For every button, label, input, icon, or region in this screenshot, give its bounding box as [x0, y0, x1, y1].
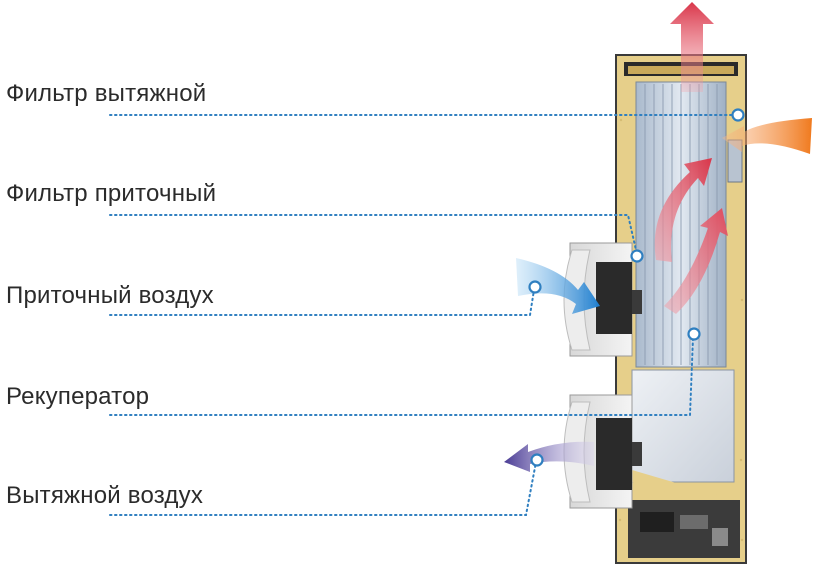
exhaust-air-out-arrow [504, 441, 594, 472]
marker-exhaust-air [530, 453, 544, 467]
marker-supply-filter [630, 249, 644, 263]
airflow-arrows [504, 2, 812, 472]
recuperator-flow-arrow-2 [664, 208, 728, 314]
marker-recuperator [687, 327, 701, 341]
lower-chamber [628, 369, 740, 558]
outdoor-air-in-arrow [722, 118, 812, 154]
marker-supply-air [528, 280, 542, 294]
marker-exhaust-filter [731, 108, 745, 122]
leader-line-supply-filter [109, 214, 637, 251]
label-supply-air: Приточный воздух [6, 282, 214, 309]
leader-lines [109, 114, 734, 516]
label-recuperator: Рекуператор [6, 383, 150, 410]
callout-markers [528, 108, 745, 467]
label-exhaust-filter: Фильтр вытяжной [6, 80, 207, 107]
recuperator-core [635, 81, 727, 368]
label-supply-filter: Фильтр приточный [6, 180, 217, 207]
leader-line-recuperator [109, 337, 694, 416]
leader-line-exhaust-air [109, 461, 537, 516]
exhaust-out-arrow [670, 2, 714, 92]
label-exhaust-air: Вытяжной воздух [6, 482, 204, 509]
recuperator-flow-arrow-1 [654, 158, 712, 262]
supply-air-in-arrow [516, 258, 600, 314]
leader-line-supply-air [109, 289, 535, 316]
